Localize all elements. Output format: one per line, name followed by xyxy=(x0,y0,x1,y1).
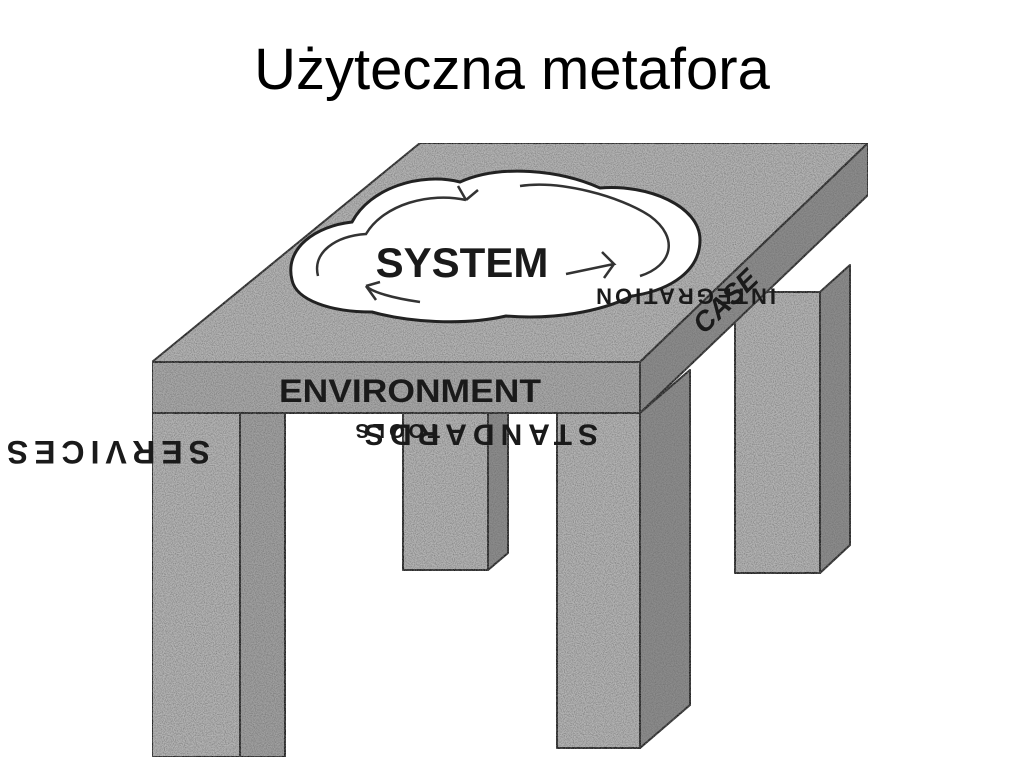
label-standards: STANDARDS xyxy=(358,418,598,451)
leg-integration-side xyxy=(819,264,851,574)
leg-services-side xyxy=(239,412,286,758)
label-integration: INTEGRATION xyxy=(593,284,776,309)
label-environment: ENVIRONMENT xyxy=(279,373,542,409)
arrow-icon xyxy=(565,251,617,279)
label-services: SERVICES xyxy=(1,434,210,470)
slide-title: Użyteczna metafora xyxy=(254,37,770,102)
leg-standards-side xyxy=(639,369,691,749)
label-system: SYSTEM xyxy=(376,239,549,286)
leg-integration-front xyxy=(734,291,821,574)
arrow-icon xyxy=(364,280,381,301)
label-tools: TOOLS xyxy=(351,419,440,441)
leg-standards-front xyxy=(556,412,641,749)
arrow-icon xyxy=(456,185,479,201)
table-side-apron xyxy=(639,142,869,414)
leg-tools-side xyxy=(487,387,509,571)
